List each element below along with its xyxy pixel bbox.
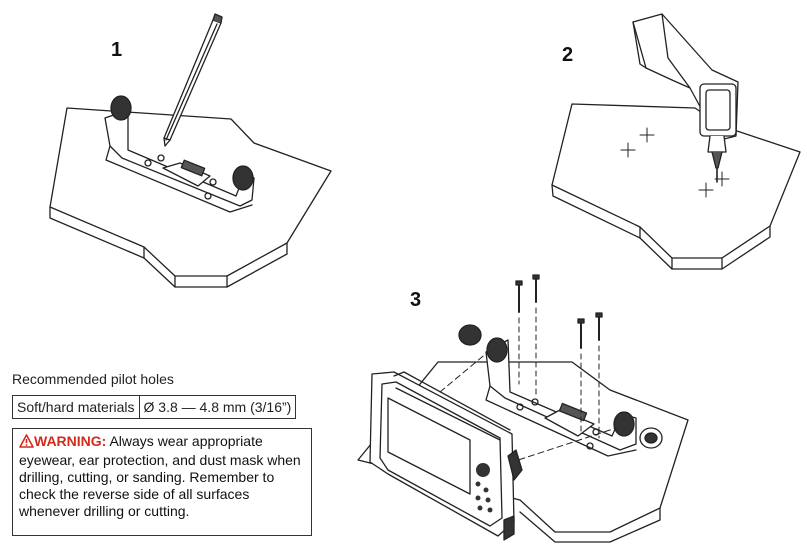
pencil xyxy=(163,13,223,147)
display-keypad xyxy=(475,463,493,513)
step-number-3: 3 xyxy=(410,289,422,311)
step-number-1: 1 xyxy=(111,39,123,61)
warning-label: WARNING: xyxy=(34,433,107,449)
material-cell: Soft/hard materials xyxy=(12,395,140,419)
step2-mounting-surface xyxy=(551,103,801,259)
step3-bracket xyxy=(485,337,637,457)
pilot-holes-title: Recommended pilot holes xyxy=(12,371,174,387)
display-unit xyxy=(369,371,523,541)
step1-drawing xyxy=(49,13,332,288)
step1-mounting-surface xyxy=(49,107,332,277)
warning-triangle-icon xyxy=(19,434,34,452)
warning-box: WARNING: Always wear appropriate eyewear… xyxy=(12,428,312,536)
step1-bracket xyxy=(104,95,255,213)
table-row: Soft/hard materials Ø 3.8 — 4.8 mm (3/16… xyxy=(12,395,297,419)
hole-size-cell: Ø 3.8 — 4.8 mm (3/16”) xyxy=(138,395,297,419)
step2-drawing xyxy=(551,13,801,270)
pilot-hole-marks xyxy=(620,127,730,198)
step3-drawing xyxy=(357,274,689,543)
knobs xyxy=(458,324,663,449)
warning-text: Always wear appropriate eyewear, ear pro… xyxy=(19,433,301,519)
pilot-holes-table: Soft/hard materials Ø 3.8 — 4.8 mm (3/16… xyxy=(12,395,297,419)
drill xyxy=(632,13,739,183)
step-number-2: 2 xyxy=(562,44,574,66)
